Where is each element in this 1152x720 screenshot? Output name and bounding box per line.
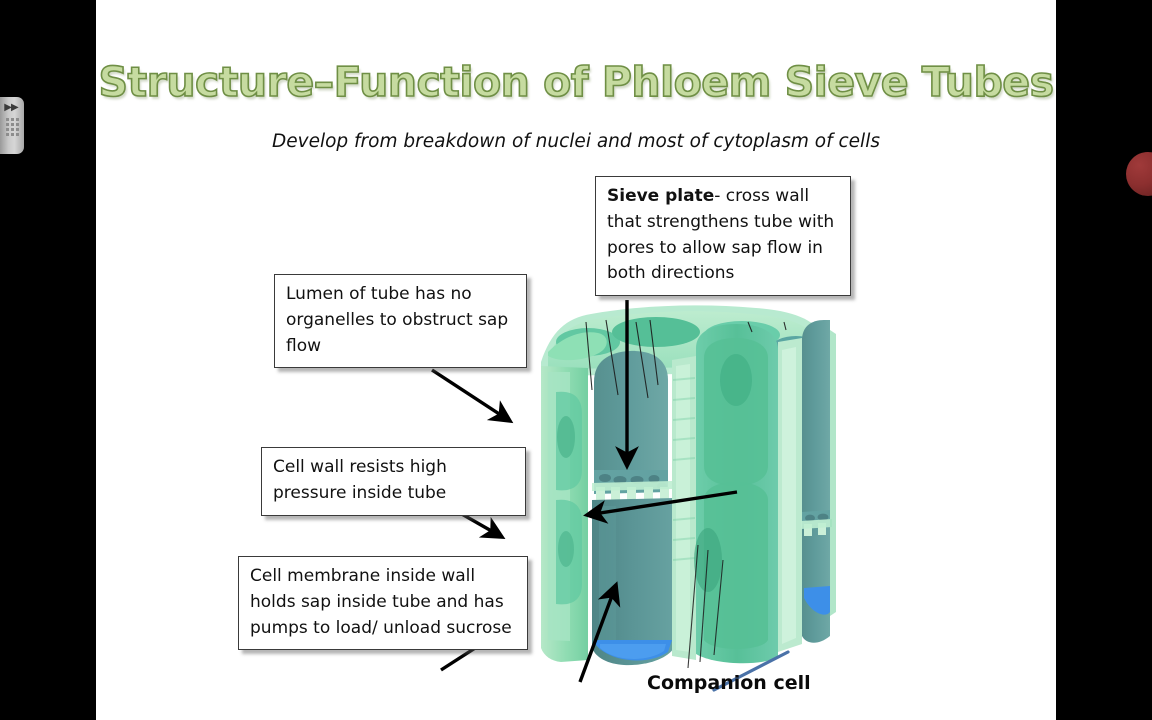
cell-wall-middle <box>672 356 696 660</box>
sieve-plate-cross-wall <box>592 481 672 501</box>
cell-wall-left <box>541 366 588 662</box>
sieve-tube-upper-lumen <box>592 350 672 501</box>
cell-wall-right <box>778 338 802 652</box>
callout-cell-membrane: Cell membrane inside wall holds sap insi… <box>238 556 528 651</box>
arrow-lumen <box>431 368 514 424</box>
double-chevron-right-icon: ▶▶ <box>4 102 18 113</box>
arrow-right-inward <box>583 490 738 524</box>
callout-sieve-plate-text: - cross wall that strengthens tube with … <box>607 186 835 284</box>
sieve-tube-right-column <box>801 320 832 643</box>
companion-cell-column <box>687 324 778 669</box>
callout-cell-wall: Cell wall resists high pressure inside t… <box>261 447 526 516</box>
slide-canvas: Structure–Function of Phloem Sieve Tubes… <box>96 0 1056 720</box>
page-title: Structure–Function of Phloem Sieve Tubes <box>98 57 1055 107</box>
callout-sieve-plate: Sieve plate- cross wall that strengthens… <box>595 176 851 297</box>
tissue-right-edge <box>830 330 836 616</box>
callout-sieve-plate-lead: Sieve plate <box>607 186 715 206</box>
grip-dots-icon <box>5 118 19 136</box>
arrow-companion <box>578 581 621 683</box>
slide-subtitle: Develop from breakdown of nuclei and mos… <box>272 131 880 152</box>
sieve-tube-lower-lumen <box>592 498 674 666</box>
illustration-hairlines <box>585 319 787 399</box>
companion-cell-label: Companion cell <box>647 672 811 694</box>
callout-lumen: Lumen of tube has no organelles to obstr… <box>274 274 527 369</box>
sieve-plate-pores-right <box>805 513 829 522</box>
tissue-top-surface <box>541 305 825 376</box>
sieve-plate-pores <box>599 474 667 490</box>
sidebar-flyout-handle[interactable]: ▶▶ <box>0 97 24 154</box>
